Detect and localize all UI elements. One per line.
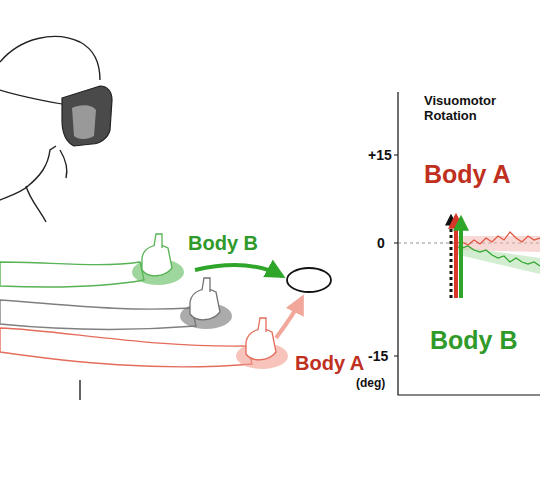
onset-arrow — [459, 218, 463, 298]
axis-title: Visuomotor Rotation — [424, 94, 514, 124]
arm-label: Body A — [295, 352, 364, 375]
headset-strap — [0, 90, 62, 104]
axis-unit: (deg) — [356, 377, 385, 391]
arm-label: Body B — [188, 232, 258, 255]
headset-visor — [72, 105, 96, 139]
reach-arrow — [276, 298, 302, 338]
reach-arrow — [195, 265, 282, 276]
tick-label: +15 — [368, 147, 392, 163]
onset-arrow — [450, 216, 453, 298]
onset-arrow — [454, 216, 458, 298]
data-trace — [455, 232, 540, 245]
target-ellipse — [287, 268, 331, 292]
tick-label: 0 — [377, 235, 385, 251]
data-trace — [455, 246, 540, 266]
vr-headset — [62, 86, 112, 146]
condition-label: Body A — [424, 160, 511, 189]
error-band — [455, 246, 540, 274]
chart-axes — [394, 92, 540, 395]
condition-label: Body B — [430, 326, 518, 355]
tick-label: -15 — [368, 348, 388, 364]
arm-body-b — [0, 234, 184, 287]
